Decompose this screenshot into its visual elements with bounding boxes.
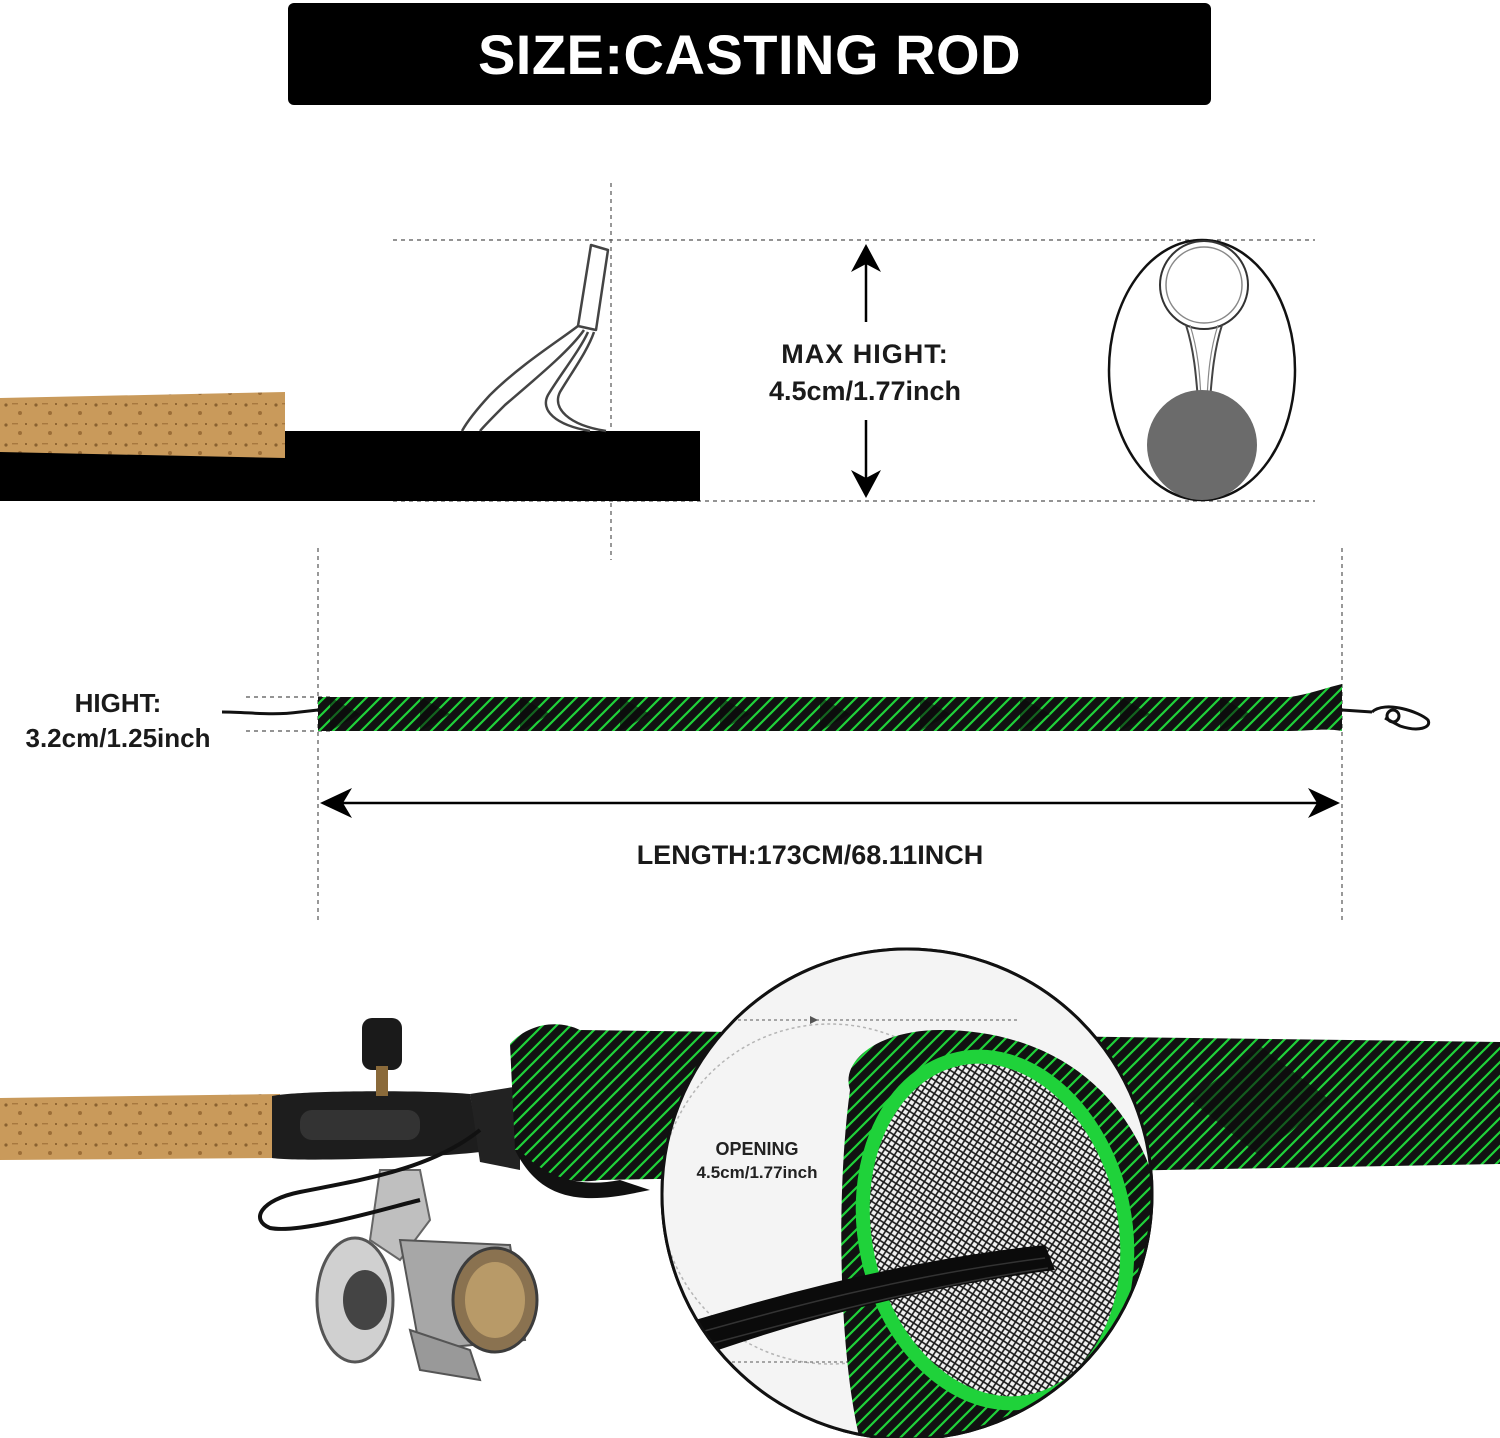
- max-height-value: 4.5cm/1.77inch: [768, 376, 962, 406]
- elastic-band: [662, 1245, 1055, 1370]
- rod-illustration: [0, 392, 1500, 1438]
- opening-zoom-circle: [660, 947, 1154, 1438]
- cork-grip: [0, 1094, 280, 1160]
- page-title: SIZE:CASTING ROD: [477, 22, 1022, 86]
- opening-label: OPENING: [715, 1139, 799, 1159]
- max-height-arrow: [851, 244, 881, 498]
- sleeve-cord-left: [221, 708, 319, 716]
- opening-value: 4.5cm/1.77inch: [696, 1163, 818, 1182]
- sleeve-length-diagram: [221, 548, 1431, 922]
- max-height-label-group: MAX HIGHT: 4.5cm/1.77inch: [730, 336, 1000, 410]
- sleeve-height-value: 3.2cm/1.25inch: [25, 723, 211, 753]
- opening-label-group: OPENING 4.5cm/1.77inch: [662, 1138, 852, 1184]
- sleeve-height-label-group: HIGHT: 3.2cm/1.25inch: [0, 686, 236, 756]
- max-height-label: MAX HIGHT:: [781, 339, 949, 369]
- reel-seat-grip: [300, 1110, 420, 1140]
- length-arrow: [320, 788, 1340, 818]
- rod-section-circle: [1147, 390, 1257, 500]
- length-label: LENGTH:173CM/68.11INCH: [636, 840, 984, 870]
- sleeve-height-label: HIGHT:: [74, 688, 162, 718]
- rod-guide-side-icon: [460, 243, 610, 433]
- title-bar: SIZE:CASTING ROD: [288, 3, 1211, 105]
- rod-guide-front-icon: [1107, 238, 1297, 502]
- rod-sleeve: [318, 684, 1342, 731]
- reel-icon: [258, 1018, 539, 1382]
- cork-handle: [0, 392, 285, 458]
- guide-height-diagram: [0, 183, 1315, 560]
- sleeve-clip-icon: [1341, 705, 1431, 731]
- sleeve-mesh-interior: [855, 1049, 1135, 1411]
